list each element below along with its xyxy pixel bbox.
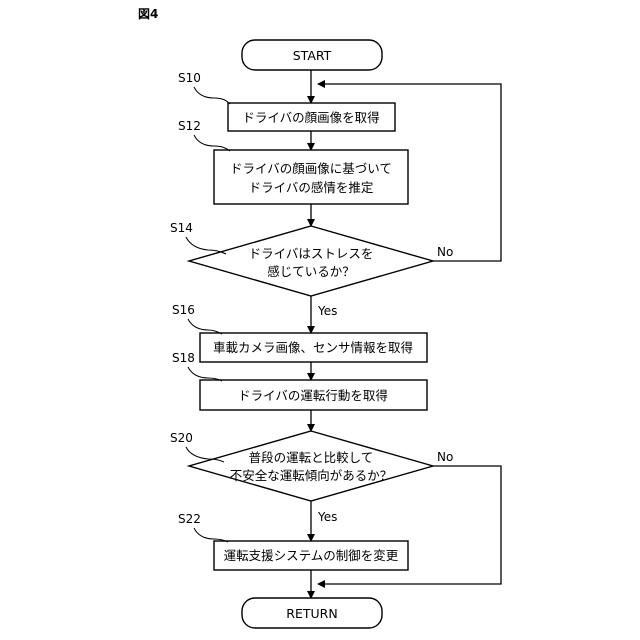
svg-text:運転支援システムの制御を変更: 運転支援システムの制御を変更 [224, 548, 399, 563]
s12-box: ドライバの顔画像に基づいて ドライバの感情を推定 [214, 150, 408, 204]
svg-text:普段の運転と比較して: 普段の運転と比較して [249, 450, 374, 465]
step-label-s16: S16 [172, 303, 195, 317]
s18-box: ドライバの運転行動を取得 [200, 380, 427, 410]
svg-text:RETURN: RETURN [286, 606, 337, 621]
svg-text:車載カメラ画像、センサ情報を取得: 車載カメラ画像、センサ情報を取得 [213, 340, 413, 355]
svg-text:不安全な運転傾向があるか？: 不安全な運転傾向があるか？ [230, 468, 393, 483]
step-label-s10: S10 [178, 71, 201, 85]
return-node: RETURN [242, 598, 382, 628]
start-node: START [242, 40, 382, 70]
step-label-s20: S20 [170, 431, 193, 445]
svg-text:START: START [293, 48, 332, 63]
step-label-s18: S18 [172, 351, 195, 365]
step-label-s12: S12 [178, 119, 201, 133]
svg-text:ドライバの顔画像を取得: ドライバの顔画像を取得 [242, 110, 379, 125]
svg-text:ドライバの運転行動を取得: ドライバの運転行動を取得 [238, 388, 388, 403]
figure-label: 図4 [138, 7, 158, 21]
branch-no-s14: No [437, 245, 453, 259]
step-label-s22: S22 [178, 512, 201, 526]
s20-decision: 普段の運転と比較して 不安全な運転傾向があるか？ [189, 431, 433, 501]
branch-no-s20: No [437, 450, 453, 464]
s10-box: ドライバの顔画像を取得 [228, 103, 395, 131]
svg-text:ドライバはストレスを: ドライバはストレスを [249, 246, 374, 261]
s22-box: 運転支援システムの制御を変更 [214, 541, 408, 570]
s16-box: 車載カメラ画像、センサ情報を取得 [200, 333, 427, 362]
svg-text:感じているか？: 感じているか？ [267, 264, 355, 279]
svg-text:ドライバの顔画像に基づいて: ドライバの顔画像に基づいて [230, 161, 392, 176]
s14-decision: ドライバはストレスを 感じているか？ [189, 226, 433, 296]
step-label-s14: S14 [170, 221, 193, 235]
branch-yes-s14: Yes [317, 304, 337, 318]
branch-yes-s20: Yes [317, 510, 337, 524]
svg-text:ドライバの感情を推定: ドライバの感情を推定 [249, 180, 374, 195]
